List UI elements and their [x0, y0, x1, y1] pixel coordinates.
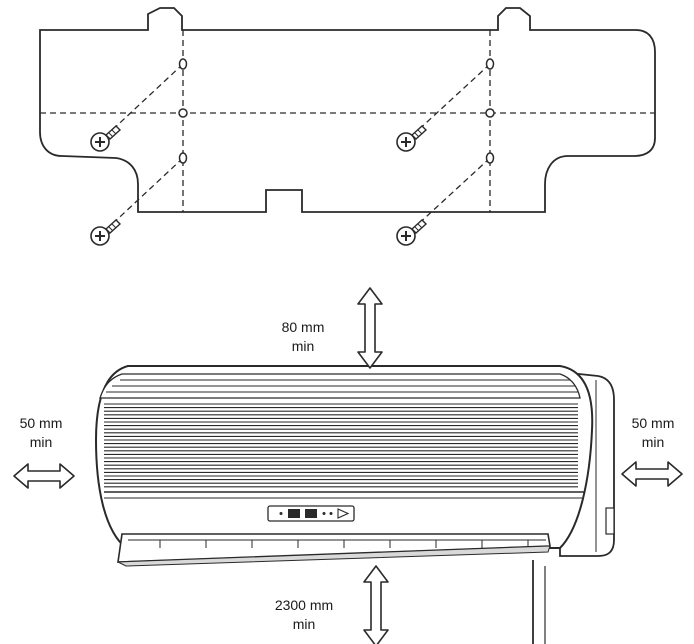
top-clearance-label: 80 mm min	[268, 318, 338, 356]
bottom-clearance-label: 2300 mm min	[262, 596, 346, 634]
bottom-clearance-value: 2300 mm	[274, 597, 334, 613]
screw-icon	[90, 219, 121, 246]
bottom-clearance-arrow-icon	[363, 565, 389, 644]
right-clearance-value: 50 mm	[631, 415, 675, 431]
top-clearance-arrow-icon	[357, 287, 383, 369]
screw-icon	[396, 219, 427, 246]
indoor-unit	[94, 365, 615, 644]
left-clearance-label: 50 mm min	[6, 414, 76, 452]
mounting-plate	[39, 7, 656, 246]
right-clearance-arrow-icon	[621, 461, 683, 487]
top-clearance-qualifier: min	[291, 338, 315, 354]
right-clearance-qualifier: min	[641, 434, 665, 450]
display-panel-icon	[267, 505, 355, 522]
right-clearance-label: 50 mm min	[618, 414, 688, 452]
bottom-clearance-qualifier: min	[292, 616, 316, 632]
left-clearance-arrow-icon	[13, 463, 75, 489]
left-clearance-qualifier: min	[29, 434, 53, 450]
top-clearance-value: 80 mm	[281, 319, 325, 335]
left-clearance-value: 50 mm	[19, 415, 63, 431]
